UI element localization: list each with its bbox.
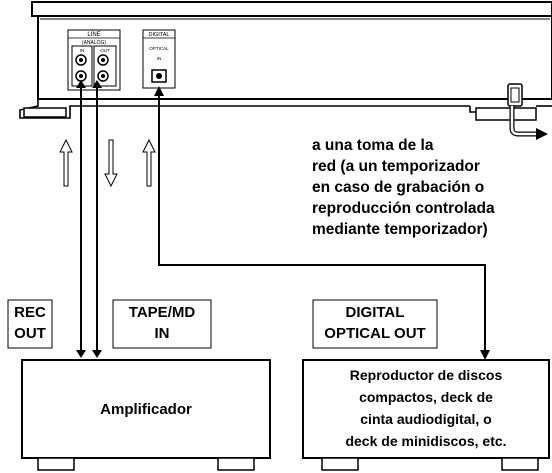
rec-out-plug-arrow-icon [76, 350, 86, 358]
optical-in-label: IN [157, 56, 162, 61]
tape-md-in-label: TAPE/MD IN [128, 304, 196, 342]
up-arrow-icon [59, 138, 73, 187]
power-caption: a una toma de la red (a un temporizador … [312, 135, 548, 240]
power-caption-line: a una toma de la [312, 137, 434, 154]
digital-optical-out-label: DIGITAL OPTICAL OUT [324, 304, 426, 342]
rec-out-box [7, 299, 53, 349]
jack-in-label: IN [80, 48, 85, 53]
optical-label: OPTICAL [149, 46, 169, 51]
line-label: LINE [87, 32, 100, 38]
tape-md-in-box [112, 299, 212, 349]
rec-out-label: REC OUT [14, 304, 46, 342]
analog-label: (ANALOG) [82, 40, 107, 46]
digital-optical-out-box [312, 299, 438, 349]
power-caption-line: reproducción controlada [312, 200, 495, 217]
source-device [302, 359, 550, 471]
power-caption-line: en caso de grabación o [312, 179, 485, 196]
signal-flow-arrows [59, 138, 156, 188]
power-caption-line: mediante temporizador) [312, 221, 488, 238]
amplifier-label: Amplificador [100, 401, 192, 418]
power-caption-line: red (a un temporizador [312, 158, 480, 175]
jack-out-label: OUT [100, 48, 110, 53]
source-device-label: Reproductor de discos compactos, deck de… [345, 367, 507, 449]
tape-in-plug-arrow-icon [92, 80, 102, 88]
optical-up-arrow-icon [142, 138, 156, 187]
digital-optical-in-jack: DIGITAL OPTICAL IN [142, 29, 176, 89]
line-analog-jacks: LINE (ANALOG) IN OUT [67, 29, 121, 91]
down-arrow-icon [104, 139, 118, 188]
amplifier-device [21, 359, 271, 471]
digital-label: DIGITAL [149, 32, 170, 38]
analog-cables [76, 80, 102, 358]
optical-cable [154, 86, 490, 360]
deck-rear-panel [19, 1, 552, 121]
power-cord [507, 83, 548, 140]
power-arrow-icon [536, 128, 548, 140]
